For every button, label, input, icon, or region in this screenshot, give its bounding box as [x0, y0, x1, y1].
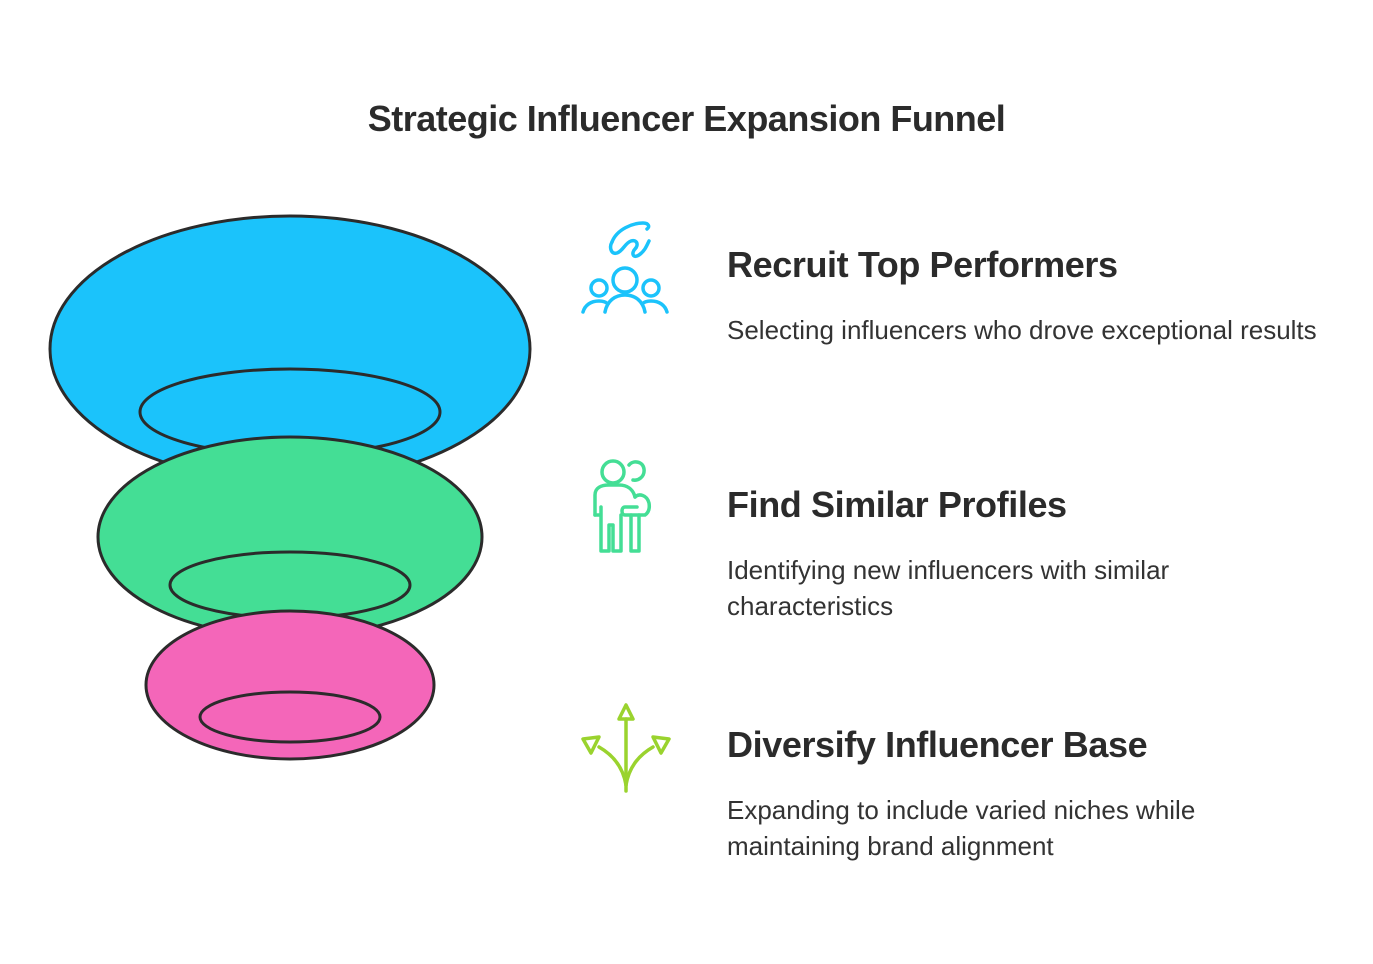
funnel-stage-2-outer: [96, 435, 484, 639]
funnel-stage-3-outer: [144, 609, 436, 761]
step-1-description: Selecting influencers who drove exceptio…: [727, 315, 1317, 345]
two-people-icon: [593, 459, 651, 553]
funnel-stage-3-inner: [198, 690, 382, 744]
step-3-title: Diversify Influencer Base: [727, 724, 1148, 765]
funnel-stage-3: [144, 609, 436, 761]
step-1-title: Recruit Top Performers: [727, 244, 1118, 285]
step-2-title: Find Similar Profiles: [727, 484, 1067, 525]
hand-picking-people-icon: [581, 221, 669, 314]
branching-arrows-icon: [581, 703, 671, 793]
step-3-description: Expanding to include varied niches while…: [727, 795, 1196, 861]
funnel-graphic: [48, 214, 532, 761]
diagram-title: Strategic Influencer Expansion Funnel: [367, 98, 1006, 139]
funnel-stage-2: [96, 435, 484, 639]
step-2-description: Identifying new influencers with similar…: [727, 555, 1170, 621]
